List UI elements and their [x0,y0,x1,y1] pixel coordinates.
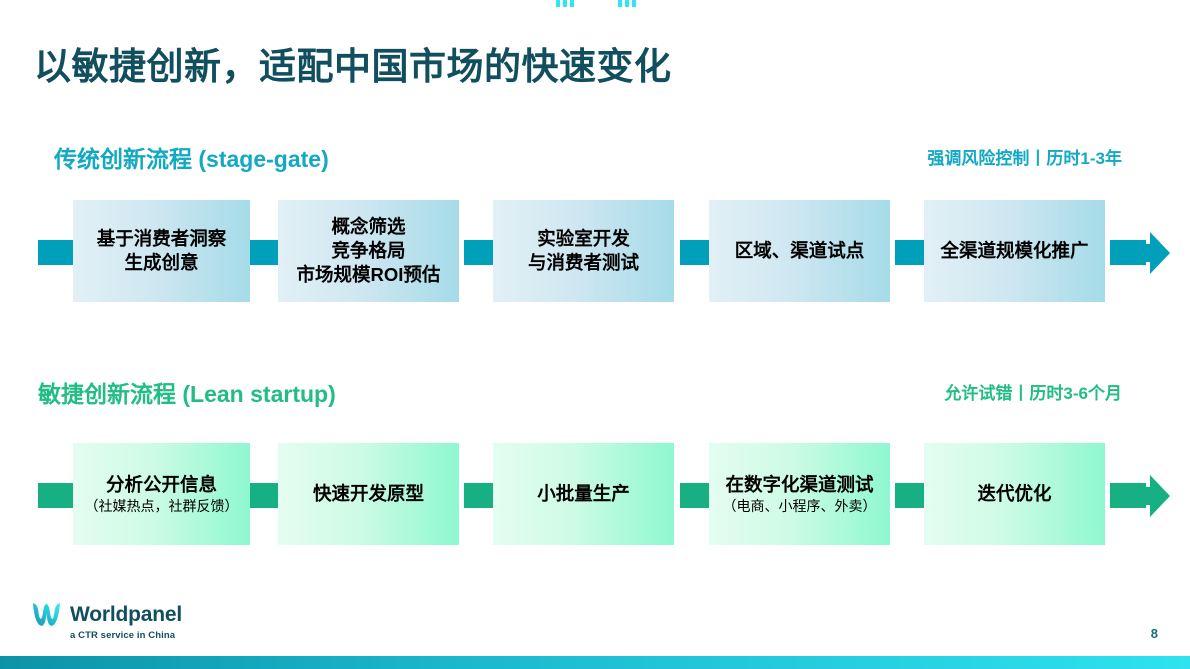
page-number: 8 [1150,626,1158,641]
page-title: 以敏捷创新，适配中国市场的快速变化 [34,46,672,87]
flow-step-subtitle: （电商、小程序、外卖） [722,498,877,515]
section-note-agile: 允许试错丨历时3-6个月 [944,384,1122,403]
flow-connector [38,483,74,508]
brand-tagline: a CTR service in China [70,630,176,641]
tick-mark-icon [556,0,560,7]
worldpanel-w-icon [32,601,61,628]
section-note-traditional: 强调风险控制丨历时1-3年 [927,149,1122,168]
logo-row: Worldpanel [32,601,182,628]
flow-step-title: 基于消费者洞察 生成创意 [96,228,227,273]
flow-step-subtitle: （社媒热点，社群反馈） [84,498,239,515]
flow-step-title: 分析公开信息 [105,473,217,495]
flow-step-box[interactable]: 迭代优化 [924,443,1105,545]
flow-step-title: 全渠道规模化推广 [940,240,1089,262]
flow-chain-traditional: 基于消费者洞察 生成创意 概念筛选 竞争格局 市场规模ROI预估 实验室开发 与… [0,200,1190,310]
flow-step-title: 快速开发原型 [312,483,424,505]
flow-end-arrow-icon [1124,232,1170,274]
flow-chain-agile: 分析公开信息 （社媒热点，社群反馈） 快速开发原型 小批量生产 在数字化渠道测试… [0,443,1190,553]
section-header: 敏捷创新流程 (Lean startup) 允许试错丨历时3-6个月 [0,375,1190,415]
brand-name: Worldpanel [70,602,182,626]
brand-logo: Worldpanel a CTR service in China [32,601,182,641]
section-title-traditional: 传统创新流程 (stage-gate) [54,146,329,172]
tick-mark-icon [618,0,622,7]
flow-connector [38,240,74,265]
flow-step-box[interactable]: 概念筛选 竞争格局 市场规模ROI预估 [278,200,459,302]
tick-mark-icon [563,0,567,7]
flow-step-title: 实验室开发 与消费者测试 [527,228,639,273]
flow-step-title: 小批量生产 [537,483,630,505]
section-title-agile: 敏捷创新流程 (Lean startup) [38,381,336,407]
flow-step-box[interactable]: 快速开发原型 [278,443,459,545]
section-agile-flow: 敏捷创新流程 (Lean startup) 允许试错丨历时3-6个月 分析公开信… [0,375,1190,553]
tick-mark-icon [625,0,629,7]
flow-step-box[interactable]: 区域、渠道试点 [709,200,890,302]
flow-step-title: 区域、渠道试点 [734,240,865,262]
flow-step-box[interactable]: 基于消费者洞察 生成创意 [73,200,250,302]
flow-step-box[interactable]: 全渠道规模化推广 [924,200,1105,302]
flow-step-box[interactable]: 实验室开发 与消费者测试 [493,200,674,302]
flow-step-title: 概念筛选 竞争格局 市场规模ROI预估 [296,216,441,285]
section-traditional-flow: 传统创新流程 (stage-gate) 强调风险控制丨历时1-3年 基于消费者洞… [0,140,1190,310]
tick-mark-icon [632,0,636,7]
top-decoration-ticks [556,0,696,8]
bottom-accent-bar [0,656,1190,669]
flow-step-title: 在数字化渠道测试 [725,473,874,495]
flow-step-box[interactable]: 分析公开信息 （社媒热点，社群反馈） [73,443,250,545]
flow-end-arrow-icon [1124,475,1170,517]
flow-step-box[interactable]: 在数字化渠道测试 （电商、小程序、外卖） [709,443,890,545]
section-header: 传统创新流程 (stage-gate) 强调风险控制丨历时1-3年 [0,140,1190,180]
flow-step-box[interactable]: 小批量生产 [493,443,674,545]
tick-mark-icon [570,0,574,7]
flow-step-title: 迭代优化 [977,483,1052,505]
